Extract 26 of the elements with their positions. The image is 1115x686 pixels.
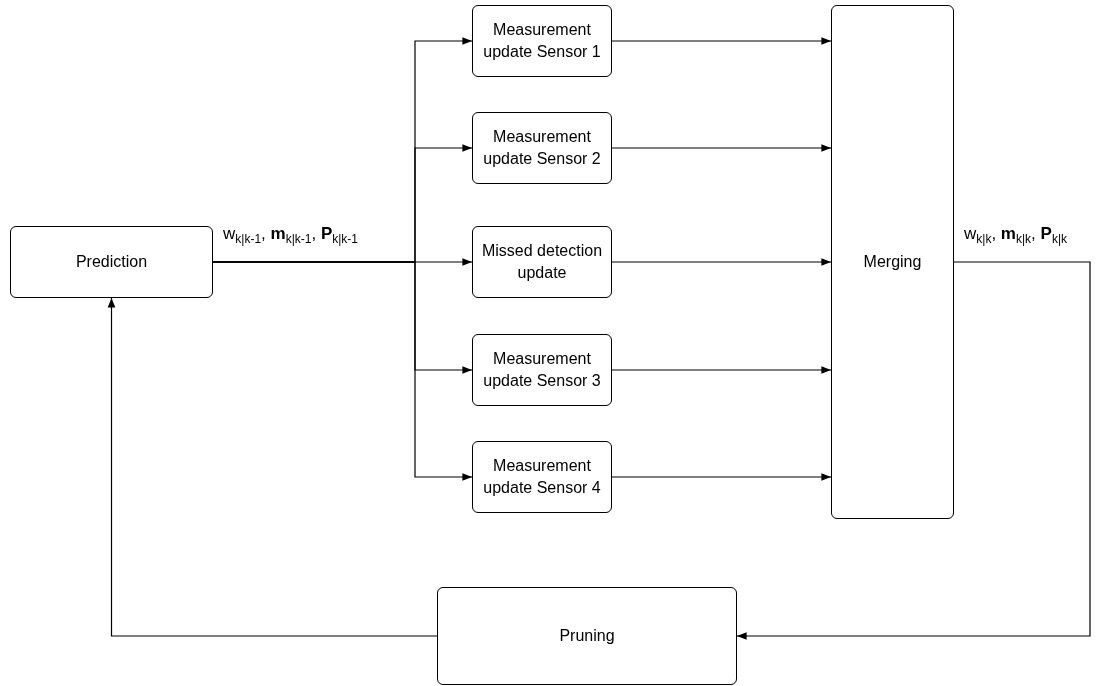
node-label: Measurement update Sensor 2 [482,126,602,169]
merge-box [831,5,954,519]
node-label: Prediction [75,251,148,272]
node-label: Measurement update Sensor 4 [482,455,602,498]
arrow [611,37,832,45]
arrow [107,297,438,637]
process-box [472,441,612,513]
arrow [611,144,832,152]
node-label: Merging [863,251,922,272]
process-box [472,334,612,406]
node-label: Pruning [559,625,615,646]
edge-label: w$_{k|k-1}$, m$_{k|k-1}$, P$_{k|k-1}$ [223,224,359,247]
arrow [212,261,473,481]
arrow [736,261,1091,640]
process-box [437,587,737,685]
edge-label: w$_{k|k}$, m$_{k|k}$, P$_{k|k}$ [964,224,1068,247]
arrow [611,473,832,481]
arrow [611,366,832,374]
process-box [472,5,612,77]
node-label: Measurement update Sensor 1 [482,19,602,62]
process-box [472,226,612,298]
process-box [10,226,213,298]
node-label: Measurement update Sensor 3 [482,348,602,391]
arrow [611,258,832,266]
process-box [472,112,612,184]
node-label: Missed detection update [480,240,604,283]
